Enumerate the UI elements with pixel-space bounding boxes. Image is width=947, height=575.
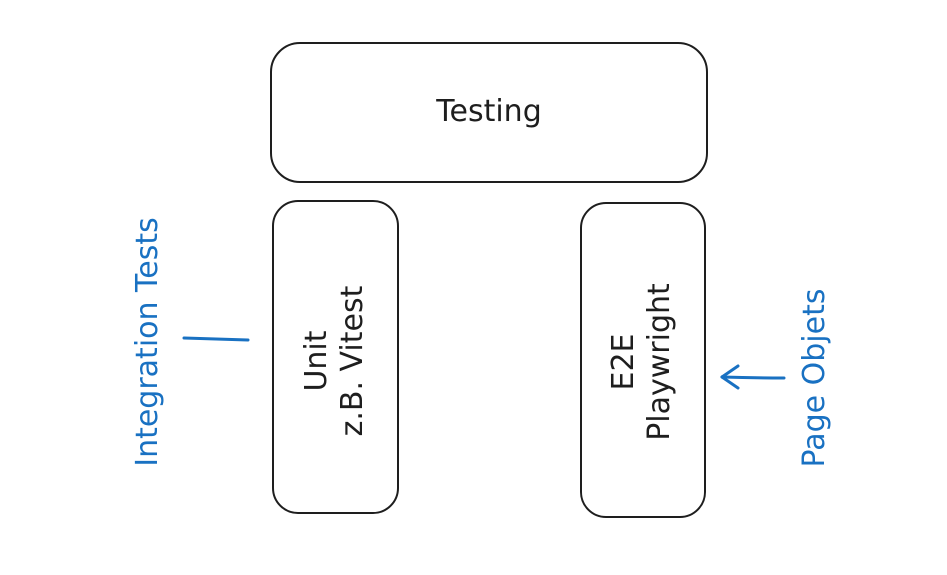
testing-label: Testing [436,94,542,129]
testing-box [270,42,708,183]
e2e-box [580,202,706,518]
integration-connector-line [182,336,250,342]
page-objets-arrow [720,364,786,390]
unit-box [272,200,399,514]
